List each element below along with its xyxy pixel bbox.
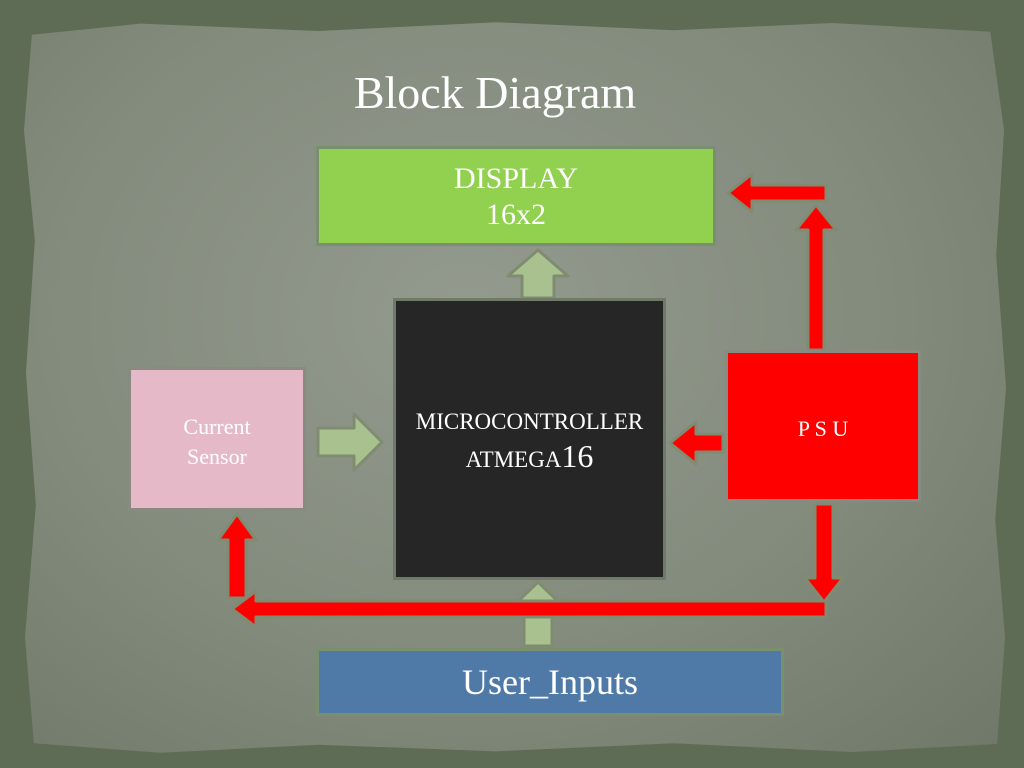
current-sensor-line2: Sensor [187,444,247,469]
microcontroller-model-number: 16 [561,438,594,474]
arrow-mcu-to-display [506,248,570,300]
arrow-to-display [726,172,828,214]
arrow-psu-down [803,502,845,604]
arrow-psu-up [794,203,838,352]
microcontroller-model: ATMEGA16 [396,439,663,477]
psu-label: P S U [797,416,849,441]
microcontroller-block: MICROCONTROLLER ATMEGA16 [393,298,666,580]
bus-line-bottom [230,589,828,629]
display-block: DISPLAY 16x2 [316,146,716,246]
display-size: 16x2 [486,198,546,231]
arrow-to-sensor [216,512,258,600]
arrow-psu-to-mcu [668,420,725,466]
microcontroller-label: MICROCONTROLLER [415,409,644,434]
arrow-sensor-to-mcu [316,412,384,472]
psu-block: P S U [725,350,921,502]
microcontroller-model-prefix: ATMEGA [465,447,562,472]
user-inputs-label: User_Inputs [462,662,638,702]
current-sensor-block: Current Sensor [128,367,306,511]
display-label: DISPLAY [454,162,578,195]
current-sensor-line1: Current [183,414,251,439]
user-inputs-block: User_Inputs [316,648,784,716]
diagram-title: Block Diagram [353,67,637,118]
